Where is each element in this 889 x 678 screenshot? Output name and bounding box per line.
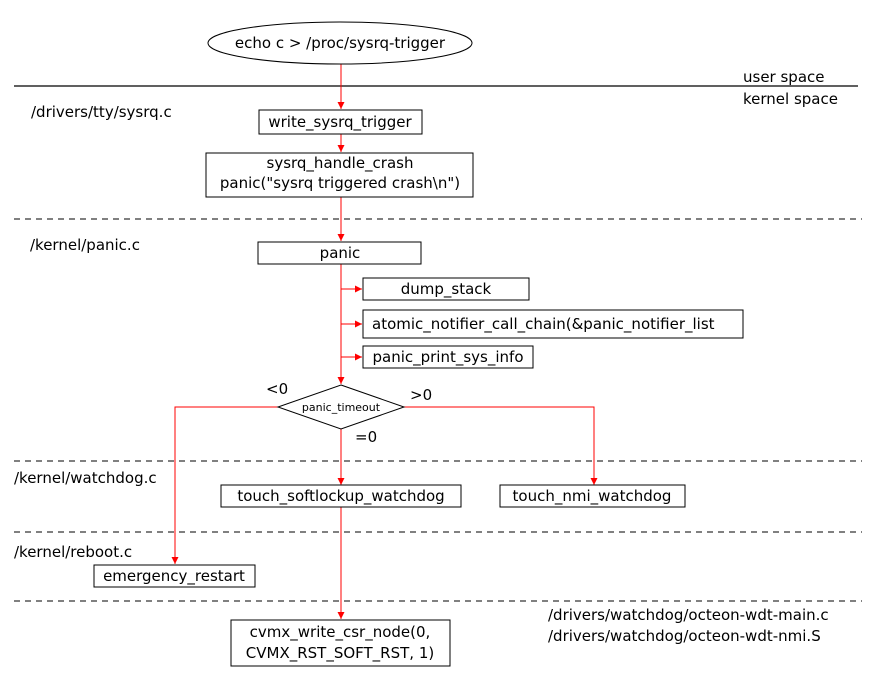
echo-command-node [207, 21, 473, 65]
panic-node [257, 241, 422, 265]
touch-nmi-node [499, 484, 686, 508]
panic-timeout-text: panic_timeout [302, 401, 381, 414]
echo-command-text: echo c > /proc/sysrq-trigger [235, 34, 446, 52]
edge-lt0-to-emergency [171, 406, 278, 564]
emergency-restart-text: emergency_restart [103, 567, 245, 586]
emergency-restart-node [93, 564, 256, 588]
branch-eq0-label: =0 [355, 428, 377, 446]
write-sysrq-trigger-text: write_sysrq_trigger [268, 113, 412, 132]
write-sysrq-trigger-node [258, 109, 423, 135]
octeon-nmi-label: /drivers/watchdog/octeon-wdt-nmi.S [548, 627, 821, 645]
touch-nmi-text: touch_nmi_watchdog [513, 487, 672, 506]
branch-lt0-label: <0 [266, 380, 288, 398]
reboot-file-label: /kernel/reboot.c [14, 543, 132, 561]
panic-timeout-decision [276, 384, 406, 430]
touch-softlockup-node [220, 484, 462, 508]
user-space-label: user space [743, 68, 825, 86]
octeon-main-label: /drivers/watchdog/octeon-wdt-main.c [548, 606, 829, 624]
watchdog-file-label: /kernel/watchdog.c [14, 469, 157, 487]
touch-softlockup-text: touch_softlockup_watchdog [237, 487, 444, 506]
cvmx-write-csr-node [230, 619, 451, 667]
dump-stack-text: dump_stack [401, 280, 492, 299]
print-sys-info-text: panic_print_sys_info [372, 348, 523, 367]
dump-stack-node [362, 277, 530, 301]
sysrq-handle-crash-node [205, 152, 474, 198]
panic-text: panic [320, 244, 361, 262]
cvmx-line1-text: cvmx_write_csr_node(0, [250, 623, 431, 642]
kernel-space-label: kernel space [743, 90, 838, 108]
panic-call-text: panic("sysrq triggered crash\n") [220, 174, 460, 192]
atomic-notifier-text: atomic_notifier_call_chain(&panic_notifi… [372, 315, 715, 334]
branch-gt0-label: >0 [410, 386, 432, 404]
sysrq-handle-crash-text: sysrq_handle_crash [267, 154, 414, 173]
print-sys-info-node [362, 345, 534, 369]
sysrq-file-label: /drivers/tty/sysrq.c [31, 103, 172, 121]
atomic-notifier-node [362, 309, 744, 339]
edge-gt0-to-nmi [404, 406, 598, 485]
panic-file-label: /kernel/panic.c [30, 236, 140, 254]
cvmx-line2-text: CVMX_RST_SOFT_RST, 1) [246, 644, 434, 663]
